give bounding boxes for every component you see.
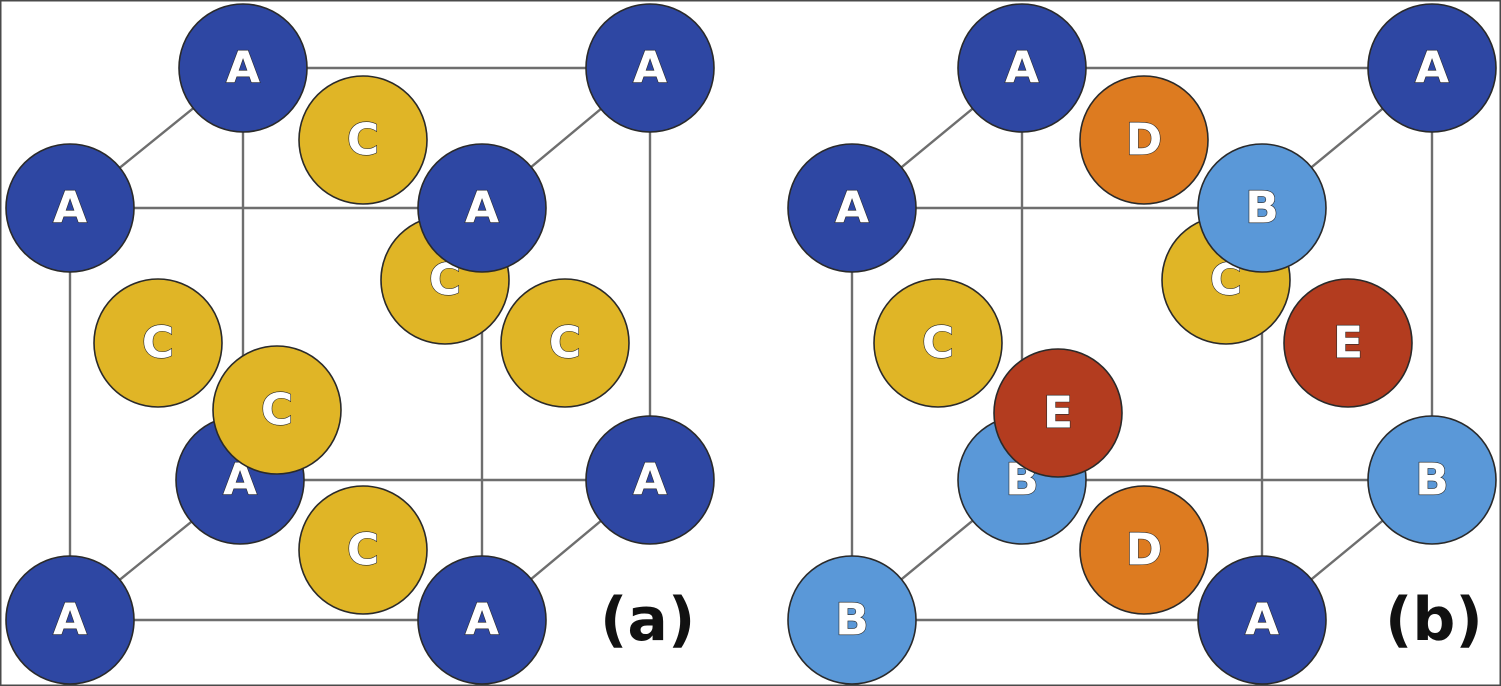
atom: C [298,75,428,205]
atom: B [1197,143,1327,273]
atom: A [417,143,547,273]
atom-letter: A [633,43,667,94]
atom-sphere [787,555,917,685]
atom-sphere [873,278,1003,408]
atom-letter: B [1245,183,1279,234]
atom-sphere [957,3,1087,133]
atom-sphere [5,555,135,685]
atom-sphere [500,278,630,408]
atom-sphere [1283,278,1413,408]
atom: A [1367,3,1497,133]
atom: A [417,555,547,685]
atom-sphere [1367,415,1497,545]
atom-letter: A [465,595,499,646]
atom-letter: D [1126,115,1163,166]
atom: D [1079,485,1209,615]
atom: E [1283,278,1413,408]
atom: A [1197,555,1327,685]
atom-letter: C [261,385,293,436]
atom-letter: A [465,183,499,234]
atom: B [787,555,917,685]
atom: C [873,278,1003,408]
atom-sphere [417,143,547,273]
atom-letter: A [1415,43,1449,94]
atom-letter: A [53,595,87,646]
atom: A [585,3,715,133]
atom: C [93,278,223,408]
atom: A [585,415,715,545]
panel-label: (a) [600,585,695,655]
atom-letter: C [142,318,174,369]
atom-sphere [5,143,135,273]
atom-letter: B [835,595,869,646]
atom-letter: E [1333,318,1363,369]
atom-sphere [993,348,1123,478]
atom-letter: C [347,525,379,576]
atom: A [5,143,135,273]
atom-letter: C [347,115,379,166]
atom-sphere [298,485,428,615]
panel-a: A A A C C C A C [5,3,715,685]
atom-sphere [1079,485,1209,615]
atom-letter: A [1005,43,1039,94]
atom-letter: A [633,455,667,506]
atom-letter: C [549,318,581,369]
panel-label: (b) [1385,585,1483,655]
atom-sphere [1197,143,1327,273]
atom-sphere [298,75,428,205]
atom-sphere [585,415,715,545]
atom-sphere [1197,555,1327,685]
atom: D [1079,75,1209,205]
atom-letter: C [1210,255,1242,306]
atom-sphere [585,3,715,133]
atom-sphere [1367,3,1497,133]
atom: A [787,143,917,273]
atom-letter: D [1126,525,1163,576]
panel-b: A A A D C B E C [787,3,1497,685]
atom-letter: A [835,183,869,234]
atom-sphere [1079,75,1209,205]
atom: A [5,555,135,685]
atom-sphere [787,143,917,273]
atom-sphere [178,3,308,133]
atom-letter: A [1245,595,1279,646]
atom-sphere [212,345,342,475]
atom-letter: B [1415,455,1449,506]
atom-letter: A [226,43,260,94]
atom: C [500,278,630,408]
atom-letter: A [53,183,87,234]
atom: C [298,485,428,615]
atom: B [1367,415,1497,545]
atom-sphere [417,555,547,685]
atom-sphere [93,278,223,408]
atom: A [178,3,308,133]
atom: E [993,348,1123,478]
atom: C [212,345,342,475]
atom: A [957,3,1087,133]
atom-letter: E [1043,388,1073,439]
atom-letter: C [922,318,954,369]
